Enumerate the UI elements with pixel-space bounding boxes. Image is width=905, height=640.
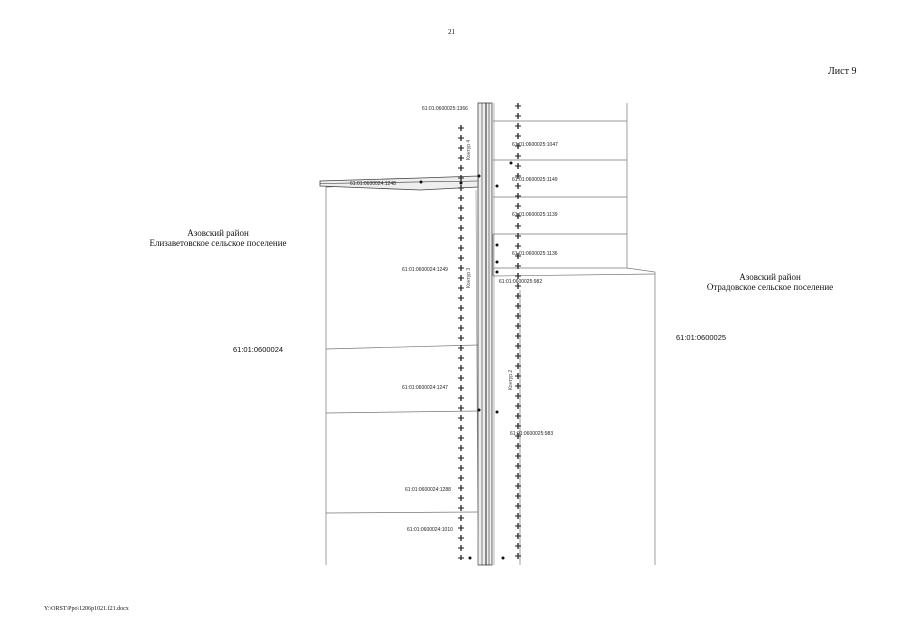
road-strip <box>477 102 493 566</box>
route-labels: Контур 4 Контур 3 Контур 2 <box>466 140 514 390</box>
survey-point <box>509 161 513 165</box>
survey-point <box>419 180 423 184</box>
parcel-label: 61:01:0600025:983 <box>510 431 553 437</box>
parcel-label: 61:01:0600025:1047 <box>512 142 558 148</box>
left-quarter-number: 61:01:0600024 <box>233 345 284 354</box>
parcel-label: 61:01:0600025:1149 <box>512 177 558 183</box>
parcel-label: 61:01:0600025:1366 <box>422 106 468 112</box>
left-divider-2 <box>325 410 479 414</box>
left-region-label: Азовский район Елизаветовское сельское п… <box>118 228 318 248</box>
left-divider-1 <box>325 344 479 350</box>
route-label: Контур 4 <box>466 140 472 160</box>
parcel-label: 61:01:0600025:1139 <box>512 212 558 218</box>
zone-ticks <box>458 105 521 559</box>
survey-point <box>477 408 481 412</box>
right-region-label: Азовский район Отрадовское сельское посе… <box>680 272 860 292</box>
survey-point <box>495 270 499 274</box>
branch-center-line <box>319 180 479 184</box>
survey-point <box>495 243 499 247</box>
right-settlement: Отрадовское сельское поселение <box>706 282 834 292</box>
parcel-label: 61:01:0600025:1136 <box>512 251 558 257</box>
survey-points <box>419 161 513 560</box>
survey-point <box>459 181 463 185</box>
route-label: Контур 2 <box>508 370 514 390</box>
right-outer-boundary-2 <box>626 267 656 565</box>
parcel-labels: 61:01:0600025:1366 61:01:0600024:1248 61… <box>350 106 558 533</box>
left-district: Азовский район <box>187 228 249 238</box>
survey-point <box>495 410 499 414</box>
parcel-boundaries <box>325 103 656 565</box>
branch-road <box>319 175 479 191</box>
left-divider-3 <box>325 511 479 514</box>
route-label: Контур 3 <box>466 268 472 288</box>
survey-point <box>495 260 499 264</box>
parcel-label: 61:01:0600024:1248 <box>350 181 396 187</box>
right-quarter-number: 61:01:0600025 <box>676 333 727 342</box>
page-number: 21 <box>448 28 455 36</box>
survey-point <box>468 556 472 560</box>
parcel-label: 61:01:0600024:1247 <box>402 385 448 391</box>
parcel-label: 61:01:0600025:982 <box>499 279 542 285</box>
right-district: Азовский район <box>739 272 801 282</box>
parcel-label: 61:01:0600024:1010 <box>407 527 453 533</box>
survey-point <box>495 184 499 188</box>
road-corridor <box>475 102 495 566</box>
sheet-label: Лист 9 <box>828 66 857 77</box>
survey-point <box>501 556 505 560</box>
branch-strip <box>319 175 479 191</box>
road-edge-left <box>475 189 479 566</box>
footer-file-path: Y:\ORST\Ppo\1206p1021.f21.docx <box>44 606 129 612</box>
parcel-label: 61:01:0600024:1249 <box>402 267 448 273</box>
survey-point <box>477 174 481 178</box>
left-settlement: Елизаветовское сельское поселение <box>149 238 287 248</box>
parcel-label: 61:01:0600024:1288 <box>405 487 451 493</box>
